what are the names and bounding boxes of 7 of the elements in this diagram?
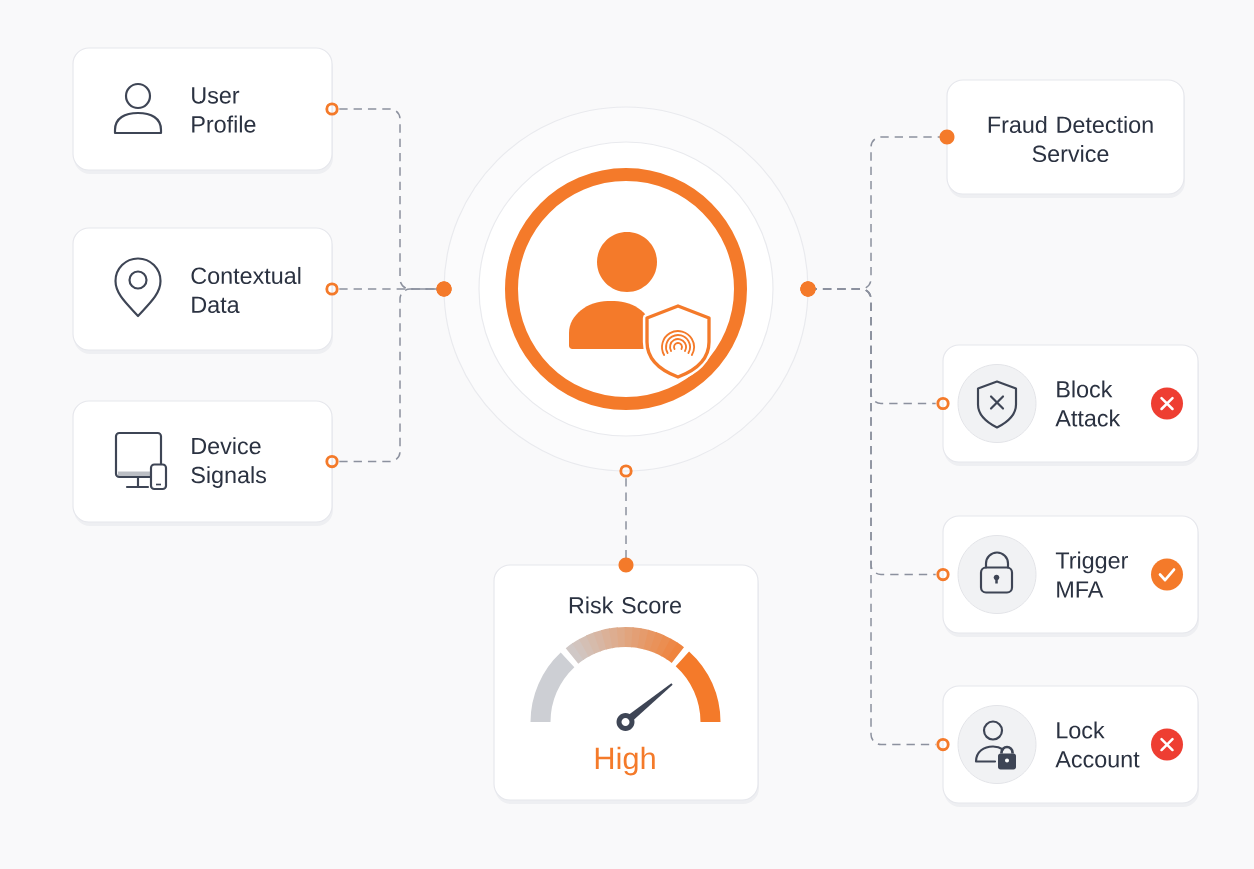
connector bbox=[338, 281, 452, 463]
card: Contextual Data bbox=[72, 227, 333, 354]
card: Fraud Detection Service bbox=[946, 79, 1185, 198]
connector bbox=[618, 477, 634, 573]
card: User Profile bbox=[72, 47, 333, 174]
card: Device Signals bbox=[72, 400, 333, 526]
connector bbox=[800, 281, 937, 746]
